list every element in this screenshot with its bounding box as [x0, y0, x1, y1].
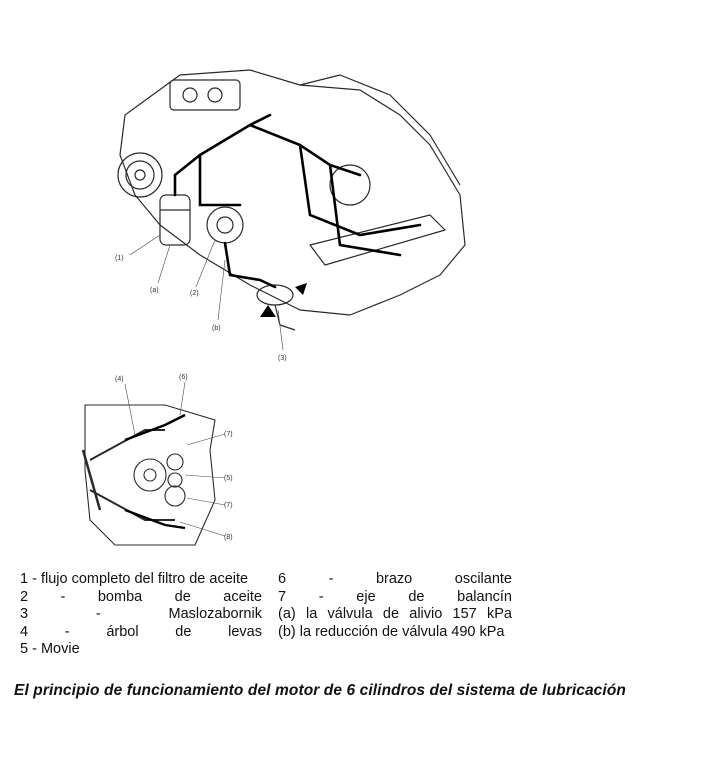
callout-1: (1)	[115, 255, 124, 262]
legend-row: 4 - árbol de levas (b) la reducción de v…	[20, 624, 512, 642]
legend-text: Maslozabornik	[168, 606, 262, 622]
legend-text: -	[328, 571, 334, 587]
legend-text: 3	[20, 606, 29, 622]
legend-text: 4	[20, 623, 29, 640]
legend-text: árbol	[106, 623, 139, 640]
legend-left: 2 - bomba de aceite	[20, 589, 262, 607]
legend-row: 3 - Maslozabornik (a) la válvula de aliv…	[20, 606, 512, 624]
legend-left: 5 - Movie	[20, 641, 262, 659]
legend-text: (b) la reducción de válvula 490 kPa	[278, 623, 505, 640]
legend-text: la	[305, 606, 318, 622]
legend-text: bomba	[97, 588, 143, 605]
legend-text: 6	[278, 571, 287, 587]
legend-right: 6 - brazo oscilante	[278, 571, 512, 589]
callout-a: (a)	[150, 287, 159, 294]
legend-left: 1 - flujo completo del filtro de aceite	[20, 571, 262, 589]
legend-text: -	[95, 606, 101, 622]
callout-7-bottom: (7)	[224, 502, 233, 509]
legend-left: 4 - árbol de levas	[20, 624, 262, 642]
legend-row: 5 - Movie	[20, 641, 512, 659]
legend-left: 3 - Maslozabornik	[20, 606, 262, 624]
legend-text: kPa	[486, 606, 512, 622]
legend: 1 - flujo completo del filtro de aceite …	[20, 571, 512, 659]
legend-text: (a)	[278, 606, 296, 622]
figure-caption: El principio de funcionamiento del motor…	[14, 682, 626, 699]
legend-right: 7 - eje de balancín	[278, 589, 512, 607]
legend-text: brazo	[375, 571, 413, 587]
callout-5: (5)	[224, 475, 233, 482]
legend-text: levas	[228, 623, 262, 640]
legend-row: 2 - bomba de aceite 7 - eje de balancín	[20, 589, 512, 607]
legend-text: 7	[278, 588, 287, 605]
legend-text: de	[175, 623, 192, 640]
legend-text: -	[318, 588, 324, 605]
callout-7-top: (7)	[224, 431, 233, 438]
legend-row: 1 - flujo completo del filtro de aceite …	[20, 571, 512, 589]
legend-text: -	[64, 623, 70, 640]
legend-text: 157	[452, 606, 477, 622]
callout-4: (4)	[115, 376, 124, 383]
legend-right: (b) la reducción de válvula 490 kPa	[278, 624, 512, 642]
callout-3: (3)	[278, 355, 287, 362]
legend-text: de	[382, 606, 400, 622]
callout-6: (6)	[179, 374, 188, 381]
callout-2: (2)	[190, 290, 199, 297]
legend-text: 2	[20, 588, 29, 605]
legend-text: de	[408, 588, 425, 605]
legend-text: de	[174, 588, 191, 605]
legend-text: balancín	[457, 588, 512, 605]
callout-b: (b)	[212, 325, 221, 332]
legend-text: -	[60, 588, 66, 605]
legend-text: 1 - flujo completo del filtro de aceite	[20, 571, 249, 587]
legend-text: válvula	[327, 606, 373, 622]
engine-lubrication-diagram: (1) (a) (2) (b) (3)	[115, 69, 466, 362]
legend-text: oscilante	[454, 571, 512, 587]
legend-text: eje	[356, 588, 376, 605]
legend-text: aceite	[223, 588, 262, 605]
legend-text: alivio	[409, 606, 443, 622]
legend-right: (a) la válvula de alivio 157 kPa	[278, 606, 512, 624]
callout-8: (8)	[224, 534, 233, 541]
valve-train-cross-section: (4) (6) (7) (5) (7) (8)	[81, 374, 233, 546]
legend-text: 5 - Movie	[20, 641, 80, 657]
